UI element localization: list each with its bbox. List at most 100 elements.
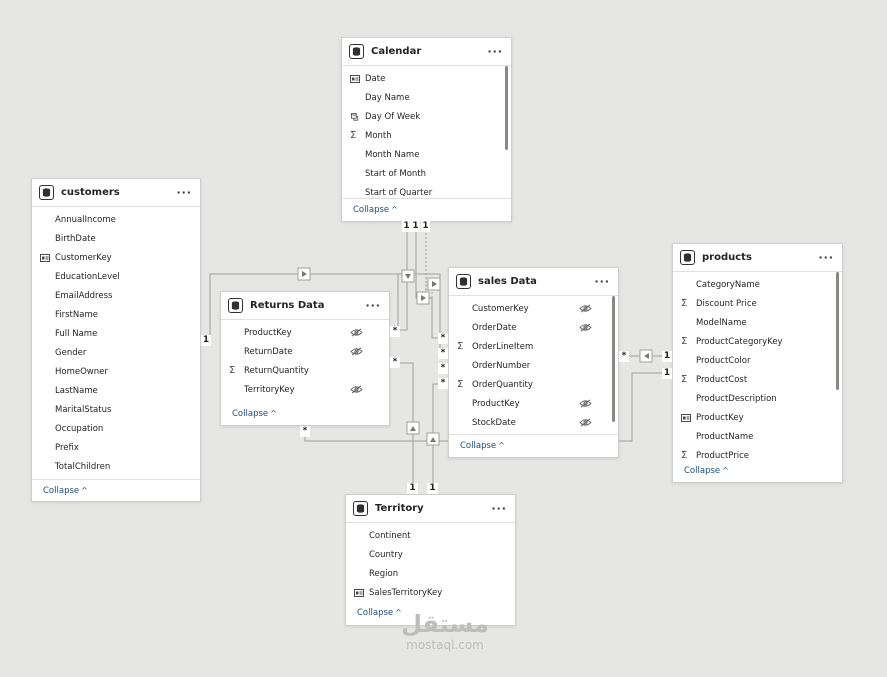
cardinality-one: 1	[201, 335, 211, 346]
field-row[interactable]: CustomerKey	[449, 299, 618, 318]
scrollbar[interactable]	[505, 66, 508, 150]
field-row[interactable]: Continent	[346, 526, 515, 545]
cardinality-many: *	[390, 326, 400, 337]
field-row[interactable]: LastName	[32, 381, 200, 400]
field-row[interactable]: TotalChildren	[32, 457, 200, 476]
card-header[interactable]: sales Data ···	[449, 268, 618, 296]
field-row[interactable]: CustomerKey	[32, 248, 200, 267]
field-row[interactable]: StockDate	[449, 413, 618, 432]
field-row[interactable]: MaritalStatus	[32, 400, 200, 419]
field-row[interactable]: SalesTerritoryKey	[346, 583, 515, 602]
sigma-icon: Σ	[457, 378, 464, 390]
field-row[interactable]: Country	[346, 545, 515, 564]
field-row[interactable]: Gender	[32, 343, 200, 362]
field-row[interactable]: HomeOwner	[32, 362, 200, 381]
field-row[interactable]: TerritoryKey	[221, 380, 389, 399]
hidden-eye-icon[interactable]	[579, 399, 592, 408]
field-row[interactable]: Region	[346, 564, 515, 583]
field-row[interactable]: AnnualIncome	[32, 210, 200, 229]
table-icon	[39, 185, 54, 200]
hidden-eye-icon[interactable]	[350, 328, 363, 337]
collapse-label: Collapse	[232, 409, 269, 419]
field-row[interactable]: Occupation	[32, 419, 200, 438]
field-row[interactable]: EmailAddress	[32, 286, 200, 305]
card-header[interactable]: products ···	[673, 244, 842, 272]
hidden-eye-icon[interactable]	[350, 385, 363, 394]
field-row[interactable]: Day Of Week	[342, 107, 511, 126]
more-options-button[interactable]: ···	[487, 45, 503, 58]
scrollbar[interactable]	[836, 272, 839, 390]
field-row[interactable]: Day Name	[342, 88, 511, 107]
hidden-eye-icon[interactable]	[579, 323, 592, 332]
table-title: Returns Data	[250, 300, 325, 311]
field-row[interactable]: OrderNumber	[449, 356, 618, 375]
field-row[interactable]: ModelName	[673, 313, 842, 332]
more-options-button[interactable]: ···	[818, 251, 834, 264]
field-row[interactable]: Start of Month	[342, 164, 511, 183]
collapse-button[interactable]: Collapse^	[460, 441, 505, 451]
sigma-icon: Σ	[681, 449, 688, 461]
collapse-button[interactable]: Collapse^	[353, 205, 398, 215]
field-row[interactable]: Date	[342, 69, 511, 88]
field-row[interactable]: Start of Quarter	[342, 183, 511, 202]
field-row[interactable]: ReturnDate	[221, 342, 389, 361]
cardinality-one: 1	[421, 221, 430, 232]
scrollbar[interactable]	[612, 296, 615, 422]
more-options-button[interactable]: ···	[176, 186, 192, 199]
field-row[interactable]: EducationLevel	[32, 267, 200, 286]
collapse-button[interactable]: Collapse^	[357, 608, 402, 618]
field-row[interactable]: Prefix	[32, 438, 200, 457]
field-row[interactable]: ProductKey	[221, 323, 389, 342]
field-name: Gender	[55, 347, 87, 358]
field-row[interactable]: BirthDate	[32, 229, 200, 248]
card-header[interactable]: Returns Data ···	[221, 292, 389, 320]
field-row[interactable]: CategoryName	[673, 275, 842, 294]
field-row[interactable]: ProductKey	[673, 408, 842, 427]
cardinality-many: *	[300, 426, 310, 437]
field-row[interactable]: FirstName	[32, 305, 200, 324]
hidden-eye-icon[interactable]	[579, 418, 592, 427]
field-row[interactable]: Full Name	[32, 324, 200, 343]
collapse-button[interactable]: Collapse^	[43, 486, 88, 496]
field-row[interactable]: Month Name	[342, 145, 511, 164]
more-options-button[interactable]: ···	[365, 299, 381, 312]
hidden-eye-icon[interactable]	[579, 304, 592, 313]
more-options-button[interactable]: ···	[491, 502, 507, 515]
field-name: LastName	[55, 385, 98, 396]
field-row[interactable]: ProductKey	[449, 394, 618, 413]
field-row[interactable]: ProductColor	[673, 351, 842, 370]
field-name: ProductCost	[696, 374, 748, 385]
field-row[interactable]: ProductName	[673, 427, 842, 446]
cardinality-many: *	[438, 378, 448, 389]
collapse-button[interactable]: Collapse^	[232, 409, 277, 419]
collapse-button[interactable]: Collapse^	[684, 466, 729, 476]
card-header[interactable]: Territory ···	[346, 495, 515, 523]
field-row[interactable]: ProductDescription	[673, 389, 842, 408]
more-options-button[interactable]: ···	[594, 275, 610, 288]
card-header[interactable]: Calendar ···	[342, 38, 511, 66]
field-row[interactable]: OrderDate	[449, 318, 618, 337]
hidden-eye-icon[interactable]	[350, 347, 363, 356]
field-name: BirthDate	[55, 233, 96, 244]
card-header[interactable]: customers ···	[32, 179, 200, 207]
